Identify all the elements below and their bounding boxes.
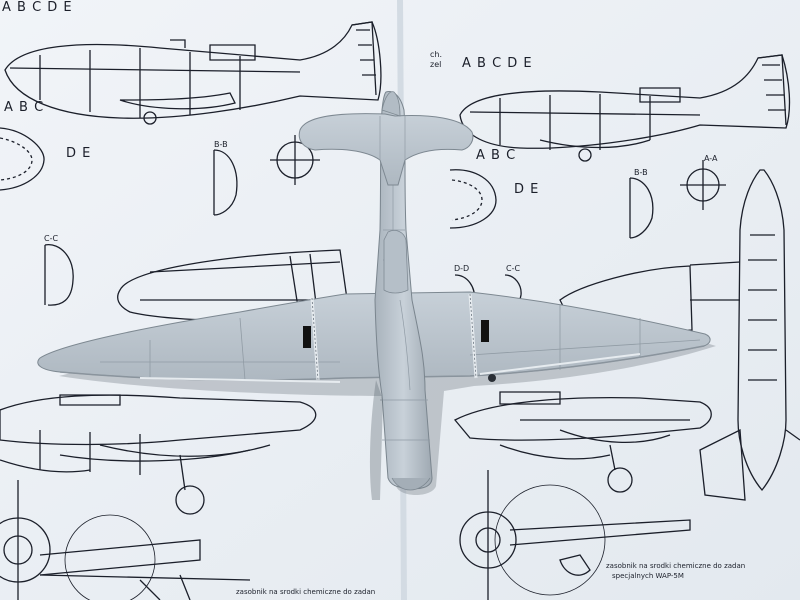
cowling-right-mid [449, 169, 497, 229]
section-label-bb-left: B-B [214, 140, 228, 149]
drawing-label-abc-left: A B C [4, 100, 45, 115]
drawing-label-prefix: ch. [430, 50, 443, 59]
circle-section-right [680, 160, 726, 210]
ink-drawings [0, 21, 800, 600]
section-label-cc: C-C [44, 234, 59, 243]
fuselage-side-shadow [369, 380, 383, 500]
front-view-bottom-left [0, 480, 251, 600]
nose [391, 477, 431, 491]
wing-marking-left [303, 326, 311, 348]
drawing-label-de-right: D E [514, 182, 540, 197]
top-view-right [689, 169, 800, 501]
cowling-left-mid [0, 127, 45, 191]
wing-detail-dot [488, 374, 496, 382]
caption-bottom-left: zasobnik na srodki chemiczne do zadan [236, 588, 376, 596]
wing-strip-left-detail [311, 297, 319, 381]
section-cc-left [44, 244, 74, 306]
horizontal-tail [298, 113, 474, 186]
flap-strip-left [139, 377, 341, 383]
section-bb-left [213, 149, 238, 216]
tail-hinge-lines [379, 116, 406, 160]
drawing-label-top-left: A B C D E [2, 0, 73, 15]
side-view-lower-right [453, 391, 712, 493]
model-aircraft [37, 91, 716, 500]
drawing-label-prefix2: zel [430, 60, 442, 69]
section-label-dd: D-D [454, 264, 470, 273]
rudder-tip [381, 91, 401, 117]
section-label-cc-right: C-C [506, 264, 521, 273]
wing-strip-right [468, 293, 478, 379]
circle-section-left [270, 135, 320, 185]
drawing-label-top-right: A B C D E [462, 56, 533, 71]
side-view-lower-left [0, 394, 317, 515]
section-label-bb-right: B-B [634, 168, 648, 177]
drawing-label-de-left: D E [66, 146, 92, 161]
front-view-bottom-right [459, 470, 691, 600]
flap-strip-right [479, 353, 641, 375]
section-label-aa: A-A [704, 154, 718, 163]
canopy [383, 230, 409, 294]
wing-marking-right [481, 320, 489, 342]
wing-panel-lines [100, 305, 701, 381]
side-view-top-left [4, 21, 382, 125]
caption-bottom-right-line1: zasobnik na srodki chemiczne do zadan [606, 562, 746, 570]
caption-bottom-right-line2: specjalnych WAP-5M [612, 572, 684, 580]
section-bb-right [629, 177, 654, 239]
drawing-label-abc-right: A B C [476, 148, 517, 163]
side-view-top-right [459, 54, 791, 162]
